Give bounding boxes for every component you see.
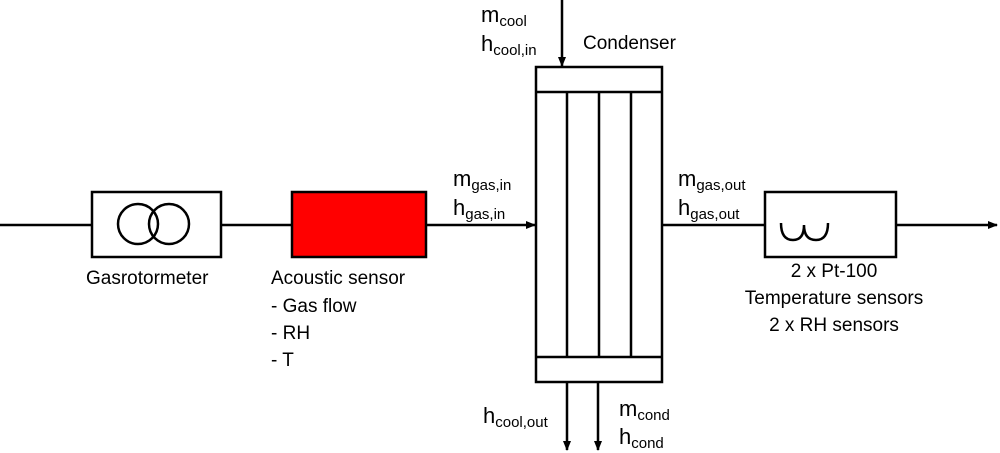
sensor-box xyxy=(763,190,898,259)
double-circle-icon xyxy=(116,202,191,246)
condenser xyxy=(534,65,664,384)
sensor-box-line-3: 2 x RH sensors xyxy=(769,315,899,336)
acoustic-sensor-item-t: - T xyxy=(271,350,294,371)
var-h-gas-in: hgas,in xyxy=(453,195,505,223)
condenser-label: Condenser xyxy=(583,33,677,54)
var-m-gas-out: mgas,out xyxy=(678,166,746,194)
var-h-cool-out: hcool,out xyxy=(483,403,549,431)
acoustic-sensor-item-rh: - RH xyxy=(271,323,310,344)
var-m-cond: mcond xyxy=(619,396,670,424)
var-h-cond: hcond xyxy=(619,424,664,452)
acoustic-sensor-box xyxy=(290,190,428,259)
var-m-gas-in: mgas,in xyxy=(453,166,511,194)
gasrotormeter-box xyxy=(90,190,223,259)
acoustic-sensor-label: Acoustic sensor xyxy=(271,268,406,289)
acoustic-sensor-item-gas-flow: - Gas flow xyxy=(271,296,357,317)
var-h-gas-out: hgas,out xyxy=(678,195,740,223)
sensor-box-line-2: Temperature sensors xyxy=(745,288,923,309)
coil-icon xyxy=(779,222,830,242)
var-h-cool-in: hcool,in xyxy=(481,31,537,59)
gasrotormeter-label: Gasrotormeter xyxy=(86,268,209,289)
sensor-box-line-1: 2 x Pt-100 xyxy=(791,261,878,282)
var-m-cool: mcool xyxy=(481,2,527,30)
